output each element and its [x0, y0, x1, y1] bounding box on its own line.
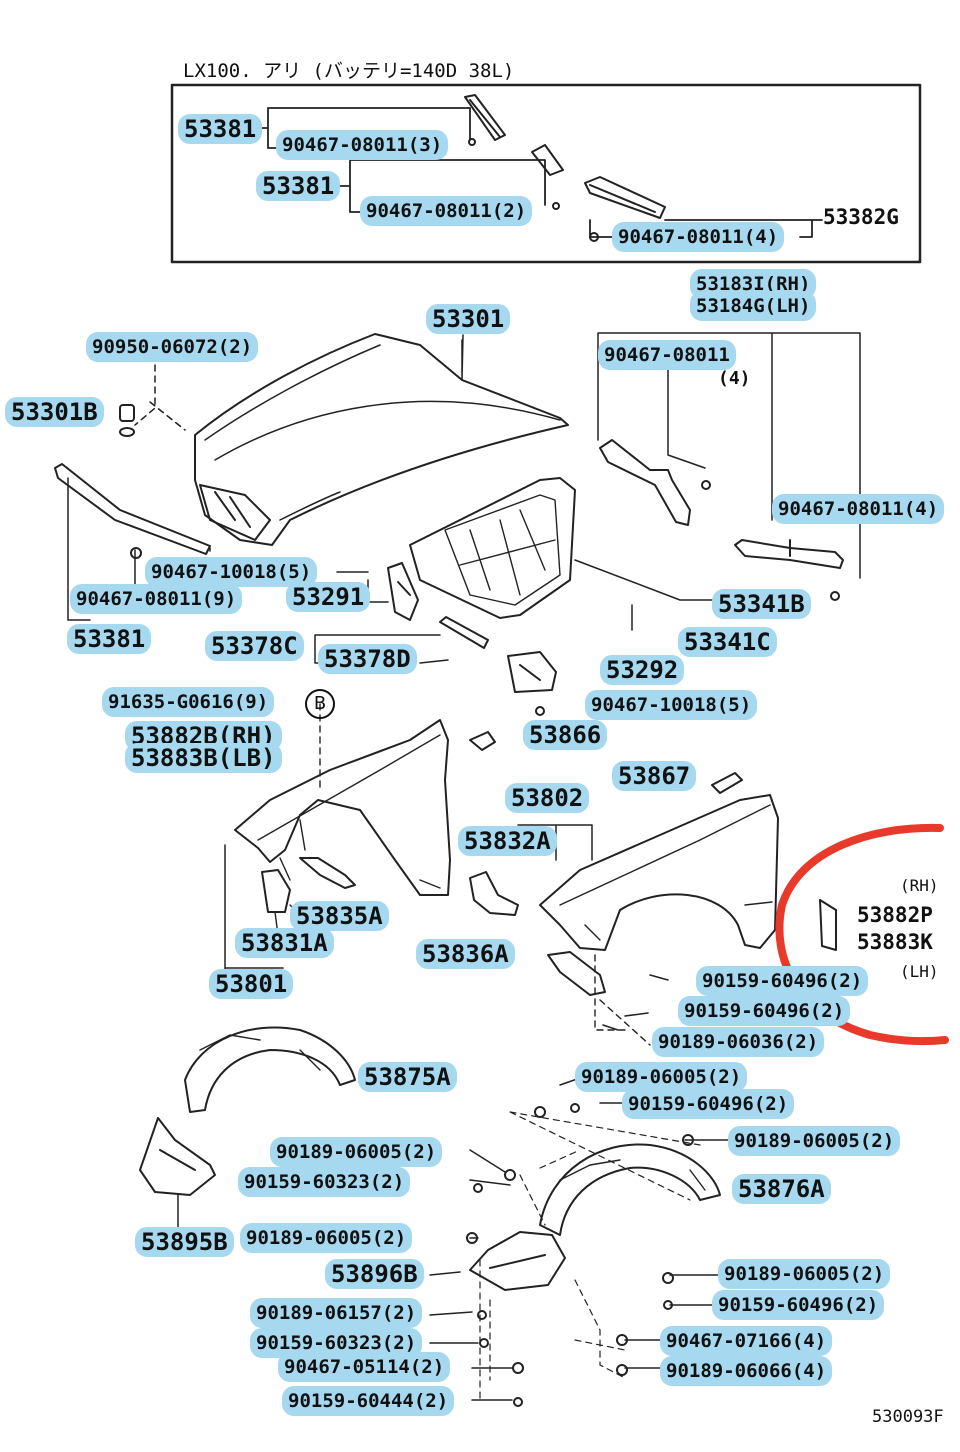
part-label[interactable]: 53835A [290, 901, 389, 931]
part-label[interactable]: 53831A [235, 928, 334, 958]
side-marker-spacer [819, 899, 837, 951]
diagram-code: 530093F [872, 1407, 944, 1427]
red-highlight-marker [775, 823, 949, 1046]
part-label[interactable]: 90467-08011(3) [276, 130, 449, 160]
part-label[interactable]: 90467-10018(5) [145, 557, 318, 587]
front-fender-right [539, 794, 779, 951]
fender-seal-rear [734, 539, 844, 569]
part-label[interactable]: 53883B(LB) [125, 743, 282, 773]
fender-bracket-d [547, 951, 606, 996]
part-label[interactable]: 53301B [5, 397, 104, 427]
part-label[interactable]: 53184G(LH) [690, 291, 817, 321]
part-label[interactable]: 53876A [732, 1174, 831, 1204]
part-label[interactable]: 90159-60496(2) [696, 966, 869, 996]
part-53382g: 53382G [823, 205, 899, 229]
qty-note: (4) [718, 368, 751, 389]
part-label[interactable]: 90159-60444(2) [282, 1386, 455, 1416]
hood-seal-left [54, 463, 211, 555]
part-label[interactable]: 53381 [256, 171, 341, 201]
lock-rod [439, 616, 489, 649]
part-label[interactable]: 90467-08011 [598, 340, 736, 370]
fender-bracket-c [469, 871, 519, 916]
part-label[interactable]: 91635-G0616(9) [102, 687, 275, 717]
lh-note: (LH) [900, 962, 939, 981]
part-label[interactable]: 90189-06005(2) [718, 1259, 891, 1289]
hood-bumper-stop [119, 404, 135, 422]
part-label[interactable]: 53381 [178, 114, 263, 144]
part-53882p: 53882P [857, 903, 933, 927]
fender-liner-lower [469, 1231, 566, 1291]
fender-liner-rear [539, 1143, 721, 1236]
variant-title: LX100. アリ (バッテリ=140D 38L) [183, 60, 515, 82]
lock-plate [507, 651, 557, 693]
part-label[interactable]: 90467-05114(2) [278, 1352, 451, 1382]
part-label[interactable]: 90467-07166(4) [660, 1326, 833, 1356]
front-fender-left [234, 719, 451, 896]
fender-seal-front [599, 439, 691, 526]
part-label[interactable]: 90467-08011(4) [612, 222, 785, 252]
fender-liner-front [184, 1026, 356, 1113]
part-label[interactable]: 53836A [416, 939, 515, 969]
part-label[interactable]: 53292 [600, 655, 685, 685]
stop-bracket-a [469, 731, 496, 751]
part-label[interactable]: 90189-06005(2) [270, 1137, 443, 1167]
part-label[interactable]: 53875A [358, 1062, 457, 1092]
part-label[interactable]: 90189-06005(2) [575, 1062, 748, 1092]
variant-box [170, 83, 922, 264]
part-label[interactable]: 53301 [426, 304, 511, 334]
part-label[interactable]: 53341C [678, 627, 777, 657]
part-label[interactable]: 90189-06005(2) [240, 1223, 413, 1253]
hood-grille [199, 484, 271, 541]
part-label[interactable]: 53341B [712, 589, 811, 619]
fender-bracket-b [299, 857, 356, 889]
part-label[interactable]: 90159-60496(2) [678, 996, 851, 1026]
part-label[interactable]: 53291 [286, 582, 371, 612]
part-label[interactable]: 90159-60496(2) [622, 1089, 795, 1119]
seal-strip-b [531, 144, 564, 176]
part-label[interactable]: 90467-08011(4) [772, 494, 945, 524]
part-label[interactable]: 90159-60323(2) [238, 1167, 411, 1197]
part-label[interactable]: 53378D [318, 644, 417, 674]
part-label[interactable]: 90189-06066(4) [660, 1356, 833, 1386]
seal-strip-c [584, 176, 666, 219]
hood-outline [194, 333, 569, 546]
part-label[interactable]: 90189-06005(2) [728, 1126, 901, 1156]
stop-bracket-b [711, 772, 743, 794]
rh-note: (RH) [900, 876, 939, 895]
part-label[interactable]: 53867 [612, 761, 697, 791]
lock-bracket [387, 562, 419, 621]
part-label[interactable]: 53896B [325, 1259, 424, 1289]
part-label[interactable]: 53802 [505, 783, 590, 813]
fender-liner-shield [139, 1117, 216, 1196]
seal-strip-a [464, 94, 506, 141]
part-label[interactable]: 53832A [458, 826, 557, 856]
part-label[interactable]: 90467-10018(5) [585, 690, 758, 720]
circled-b-marker: B [305, 689, 335, 719]
hood-insulator [409, 477, 576, 619]
part-label[interactable]: 53801 [209, 969, 294, 999]
part-label[interactable]: 53381 [67, 624, 152, 654]
part-label[interactable]: 53866 [523, 720, 608, 750]
part-label[interactable]: 53378C [205, 631, 304, 661]
part-label[interactable]: 90189-06036(2) [652, 1027, 825, 1057]
part-label[interactable]: 90189-06157(2) [250, 1298, 423, 1328]
part-label[interactable]: 90159-60496(2) [712, 1290, 885, 1320]
part-53883k: 53883K [857, 930, 933, 954]
part-label[interactable]: 90950-06072(2) [86, 332, 259, 362]
part-label[interactable]: 53895B [135, 1227, 234, 1257]
fender-bracket-a [261, 869, 291, 913]
part-label[interactable]: 90467-08011(9) [70, 584, 243, 614]
part-label[interactable]: 90467-08011(2) [360, 196, 533, 226]
